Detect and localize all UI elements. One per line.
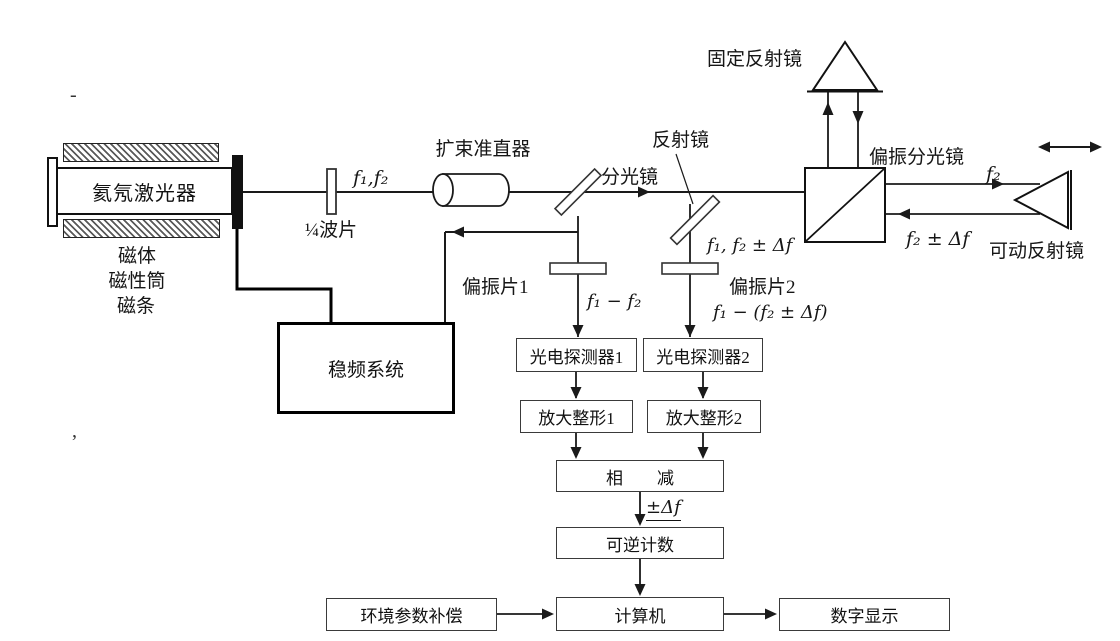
f2-label: f₂ <box>986 163 1001 185</box>
laser-label: 氦氖激光器 <box>92 182 197 205</box>
polarizer1-icon <box>549 262 607 275</box>
mirror-label: 反射镜 <box>652 130 710 151</box>
beat2-label: f₁ − (f₂ ± Δf) <box>713 302 828 323</box>
display-label: 数字显示 <box>830 607 899 626</box>
pbs-label: 偏振分光镜 <box>869 147 965 168</box>
counter-in-arrow-icon <box>634 514 646 526</box>
computer-box: 计算机 <box>556 597 724 631</box>
stabilizer-feedback-arrow-icon <box>452 226 464 238</box>
travel-arrow-right-icon <box>1090 141 1102 153</box>
fixed-reflector-prism-icon <box>811 40 879 91</box>
beam-expander-body-icon <box>442 173 510 207</box>
mirror-plate-icon <box>669 194 721 246</box>
polarizer2-icon <box>661 262 719 275</box>
subtract-in-left-arrow-icon <box>570 447 582 459</box>
magnet-strip-label: 磁条 <box>116 296 156 317</box>
laser-control-line <box>235 228 333 322</box>
f2-shift-label: f₂ ± Δf <box>906 228 970 250</box>
amplifier2-box: 放大整形2 <box>647 400 761 433</box>
measure-return-arrow-icon <box>898 208 910 220</box>
detector1-label: 光电探测器1 <box>529 347 624 367</box>
polarizer1-label: 偏振片1 <box>462 277 529 298</box>
stabilizer-label: 稳频系统 <box>327 359 404 381</box>
stabilizer-box: 稳频系统 <box>277 322 455 414</box>
beat1-label: f₁ − f₂ <box>587 291 642 312</box>
laser-end-mirror-icon <box>47 157 58 227</box>
polarizer2-label: 偏振片2 <box>729 277 796 298</box>
pbs-diagonal-icon <box>804 167 886 243</box>
measure-out-arrow-icon <box>992 178 1004 190</box>
magnet-bottom-icon <box>63 219 220 238</box>
laser-box: 氦氖激光器 <box>56 167 233 215</box>
detector1-in-arrow-icon <box>572 325 584 337</box>
fixed-arm-down-arrow-icon <box>852 111 864 124</box>
magnet-tube-label: 磁性筒 <box>108 271 166 292</box>
computer-label: 计算机 <box>614 606 666 626</box>
amplifier2-in-arrow-icon <box>697 387 709 399</box>
waveplate-label: ¼波片 <box>304 220 358 241</box>
amplifier1-in-arrow-icon <box>570 387 582 399</box>
mirror-leader-line <box>675 153 694 205</box>
detector2-box: 光电探测器2 <box>643 338 763 372</box>
beam-expander-lens-icon <box>432 173 454 207</box>
movable-reflector-prism-icon <box>1012 170 1069 230</box>
counter-label: 可逆计数 <box>606 535 674 555</box>
amplifier2-label: 放大整形2 <box>665 409 743 428</box>
counter-box: 可逆计数 <box>556 527 724 559</box>
subtract-label: 相 减 <box>606 468 674 488</box>
amplifier1-label: 放大整形1 <box>538 409 615 428</box>
expander-label: 扩束准直器 <box>435 139 531 160</box>
display-in-arrow-icon <box>765 608 777 620</box>
magnet-label: 磁体 <box>117 246 157 267</box>
env-compensation-box: 环境参数补偿 <box>326 598 497 631</box>
display-box: 数字显示 <box>779 598 950 631</box>
detector1-box: 光电探测器1 <box>516 338 637 372</box>
fixed-arm-up-arrow-icon <box>822 102 834 115</box>
subtract-in-right-arrow-icon <box>697 447 709 459</box>
beamsplitter-plate-icon <box>553 167 603 217</box>
amplifier1-box: 放大整形1 <box>520 400 633 433</box>
magnet-top-icon <box>63 143 219 162</box>
detector2-label: 光电探测器2 <box>656 347 750 367</box>
beamsplitter-label: 分光镜 <box>601 167 659 188</box>
subtract-box: 相 减 <box>556 460 724 492</box>
detector2-in-arrow-icon <box>684 325 696 337</box>
delta-f-label: ±Δf <box>646 497 681 521</box>
laser-output-mirror-icon <box>232 155 243 229</box>
stray-mark-top: - <box>70 84 77 106</box>
computer-in-left-arrow-icon <box>542 608 554 620</box>
stray-mark-middle: , <box>72 420 77 442</box>
f1f2-shift-label: f₁, f₂ ± Δf <box>707 235 793 256</box>
quarter-waveplate-icon <box>326 168 337 215</box>
computer-in-arrow-icon <box>634 584 646 596</box>
travel-arrow-left-icon <box>1038 141 1050 153</box>
beam-right-arrow-icon <box>638 186 650 198</box>
fixed-reflector-label: 固定反射镜 <box>707 49 803 70</box>
movable-reflector-label: 可动反射镜 <box>989 241 1085 262</box>
f1f2-label: f₁,f₂ <box>353 167 389 189</box>
env-compensation-label: 环境参数补偿 <box>360 607 463 626</box>
